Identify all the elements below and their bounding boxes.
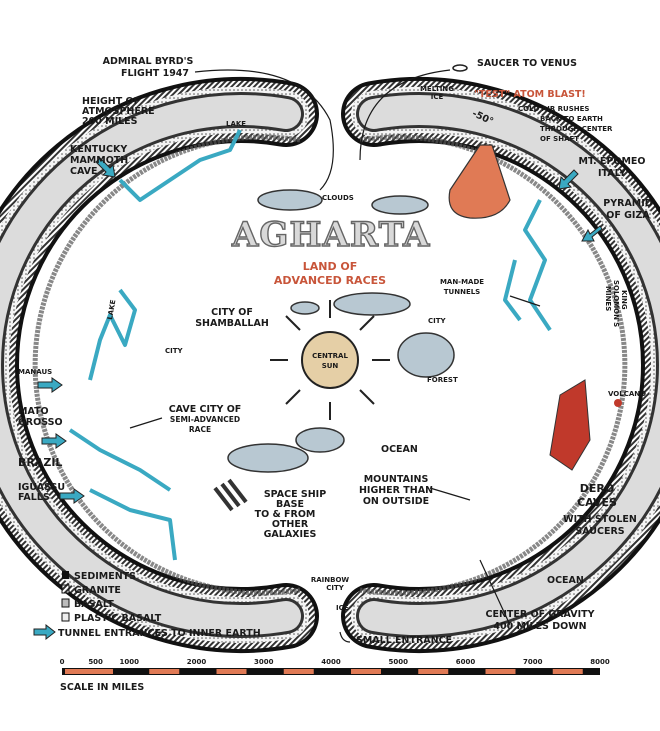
svg-text:CITY: CITY xyxy=(165,347,184,355)
scale-segment xyxy=(418,669,449,674)
scale-tick-label: 4000 xyxy=(321,658,341,666)
granite-swatch xyxy=(61,584,70,594)
arrow-icon xyxy=(581,225,603,242)
arrow-icon xyxy=(37,377,63,393)
svg-text:ICE: ICE xyxy=(336,604,349,612)
scale-bar: 0 500 1000 2000 3000 4000 5000 6000 7000 8000 SCA… xyxy=(60,658,610,693)
scale-segment xyxy=(283,669,314,674)
scale-tick-label: 5000 xyxy=(389,658,409,666)
svg-text:LAKE: LAKE xyxy=(106,299,117,320)
leader-lines xyxy=(129,295,541,643)
dero-caves xyxy=(549,379,591,471)
scale-tick-label: 500 xyxy=(88,658,103,666)
plastic-basalt-swatch xyxy=(61,612,70,622)
svg-text:TUNNEL ENTRANCES TO INNER EART: TUNNEL ENTRANCES TO INNER EARTH xyxy=(58,628,261,639)
svg-text:VOLCANO: VOLCANO xyxy=(608,390,646,398)
scale-tick-label: 8000 xyxy=(590,658,610,666)
spaceship-runways xyxy=(213,478,248,512)
svg-text:CITY: CITY xyxy=(428,317,447,325)
map-title: AGHARTA xyxy=(231,215,430,255)
sediments-swatch xyxy=(62,571,69,579)
scale-tick-label: 7000 xyxy=(523,658,543,666)
scale-segment xyxy=(485,669,516,674)
svg-text:PLASTIC BASALT: PLASTIC BASALT xyxy=(74,613,162,624)
scale-segment xyxy=(149,669,180,674)
arrow-icon xyxy=(95,157,116,178)
svg-text:LAKE: LAKE xyxy=(226,120,246,128)
tunnel-arrow-icon xyxy=(33,623,56,641)
scale-tick-label: 3000 xyxy=(254,658,274,666)
saucer-path xyxy=(359,69,451,161)
svg-text:SAUCER TO VENUS: SAUCER TO VENUS xyxy=(477,58,577,69)
arrow-icon xyxy=(59,488,85,504)
arrow-icon xyxy=(558,169,579,190)
scale-tick-label: 2000 xyxy=(187,658,207,666)
scale-caption: SCALE IN MILES xyxy=(60,682,144,693)
scale-tick-label: 6000 xyxy=(456,658,476,666)
volcano-icon xyxy=(614,399,622,407)
svg-text:OCEAN: OCEAN xyxy=(547,575,584,586)
earth-shell-left xyxy=(0,77,319,653)
arrow-icon xyxy=(41,433,67,449)
tunnels xyxy=(68,129,552,561)
svg-text:BASALT: BASALT xyxy=(74,599,114,610)
saucer-icon xyxy=(452,64,468,72)
clouds xyxy=(227,189,455,473)
scale-segment xyxy=(351,669,381,674)
svg-text:"TEST" ATOM BLAST!: "TEST" ATOM BLAST! xyxy=(474,89,586,100)
earth-shell-right xyxy=(341,77,660,653)
legend: SEDIMENTS GRANITE BASALT PLASTIC BASALT … xyxy=(33,571,261,641)
svg-text:SEDIMENTS: SEDIMENTS xyxy=(74,571,136,582)
svg-text:BRAZIL: BRAZIL xyxy=(18,456,62,469)
svg-text:GRANITE: GRANITE xyxy=(74,585,121,596)
byrd-flight-path xyxy=(194,69,334,191)
scale-tick-label: 1000 xyxy=(120,658,140,666)
svg-text:FOREST: FOREST xyxy=(427,376,458,384)
scale-segment xyxy=(216,669,247,674)
svg-text:SMALL ENTRANCE: SMALL ENTRANCE xyxy=(356,635,452,646)
atom-blast-cone xyxy=(448,144,511,219)
basalt-swatch xyxy=(61,598,70,608)
tunnel-arrows xyxy=(37,157,603,504)
scale-segment xyxy=(552,669,583,674)
svg-text:CLOUDS: CLOUDS xyxy=(322,194,354,202)
svg-text:MANAUS: MANAUS xyxy=(18,368,52,376)
scale-tick-label: 0 xyxy=(60,658,65,666)
svg-text:KINGSOLOMON'SMINES: KINGSOLOMON'SMINES xyxy=(604,280,628,327)
scale-segment xyxy=(65,669,113,674)
svg-text:OCEAN: OCEAN xyxy=(381,444,418,455)
